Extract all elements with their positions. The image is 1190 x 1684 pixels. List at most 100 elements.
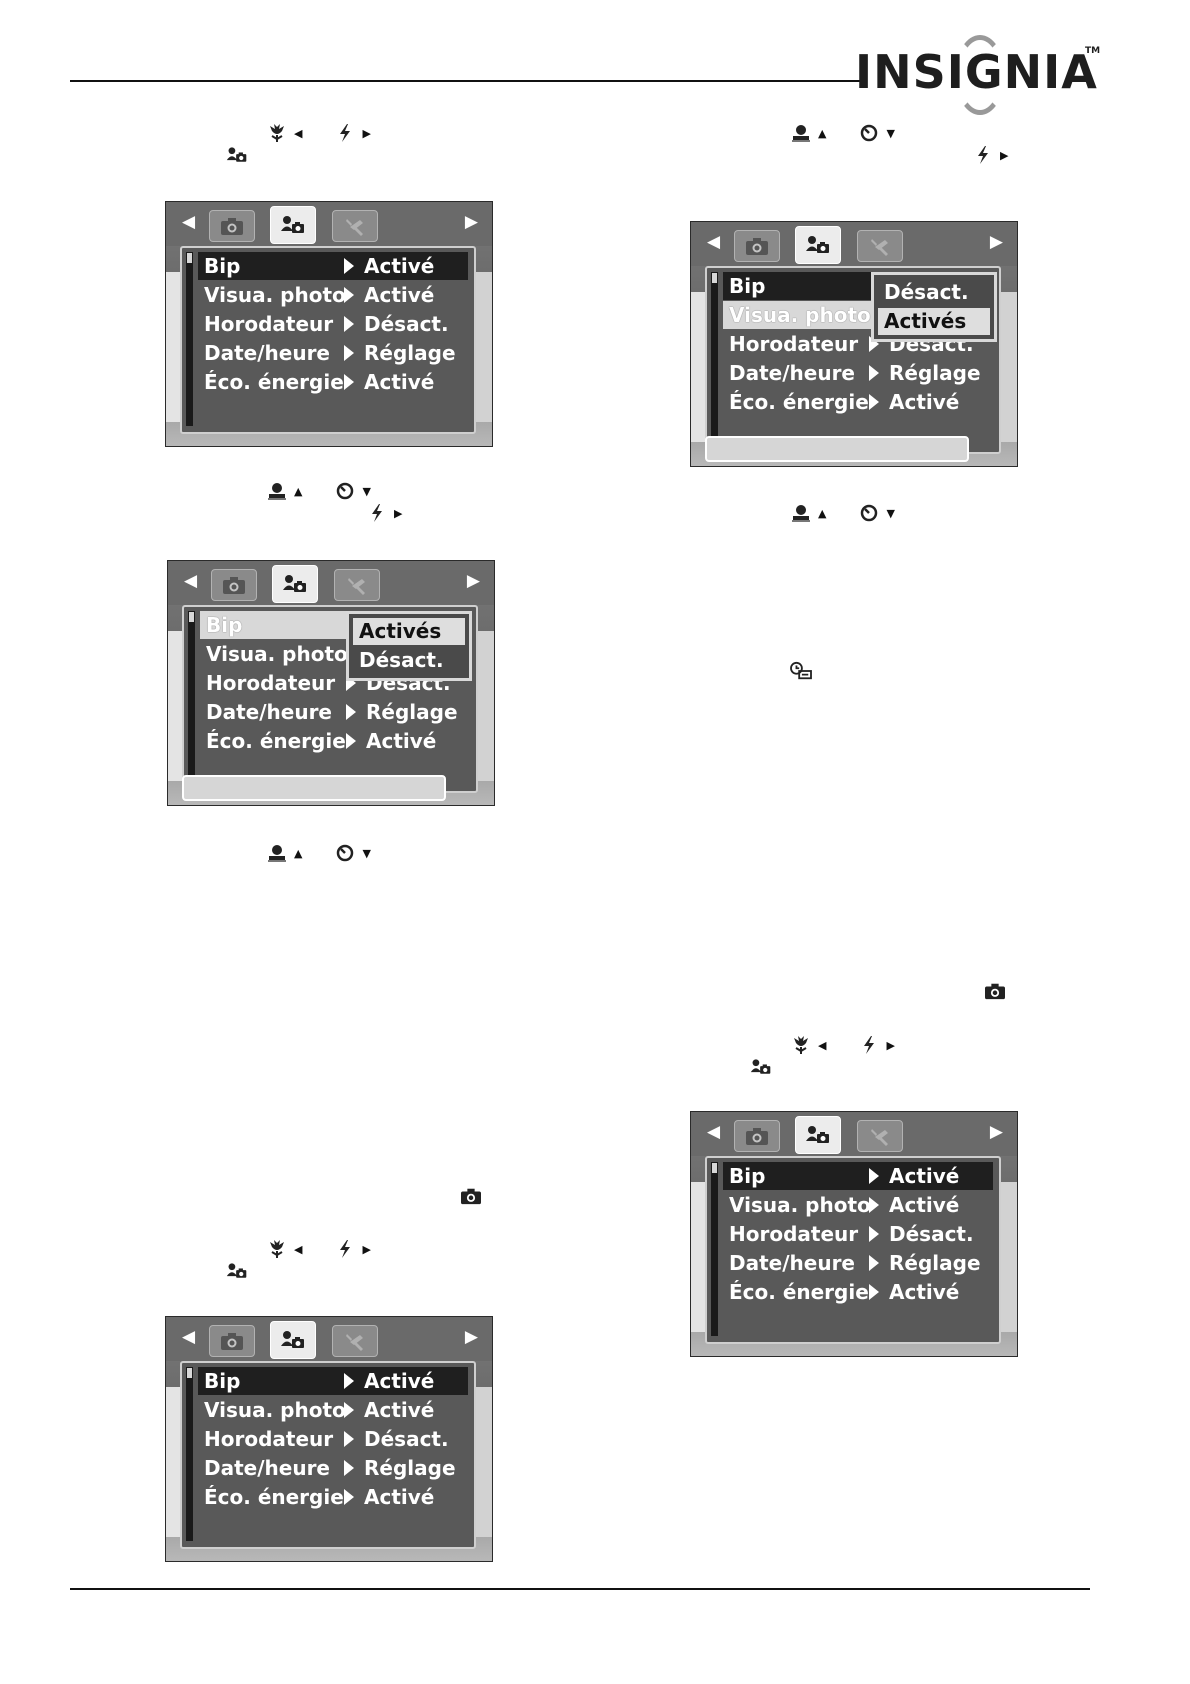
instruction-setup-icon-1 [226,144,248,166]
menu-row-visua-photo[interactable]: Visua. photo Activé [198,281,468,309]
triangle-right-icon [344,258,354,274]
popup-option-actives[interactable]: Activés [878,308,990,335]
instruction-camera-right [982,980,1008,1002]
menu-scrollbar[interactable] [711,272,718,446]
setup-camera-person-icon [805,1124,831,1146]
tab-right-arrow-icon[interactable]: ▶ [464,1327,478,1347]
down-arrow-icon: ▼ [886,126,895,140]
triangle-right-icon [869,1226,879,1242]
portrait-icon [790,503,812,523]
tab-setup[interactable] [272,565,318,603]
popup-option-desact[interactable]: Désact. [884,280,969,304]
menu-scrollbar[interactable] [186,252,193,426]
menu-value: Activé [889,1280,960,1304]
tab-tools[interactable] [857,1120,903,1152]
tab-setup[interactable] [795,226,841,264]
camera-icon [744,235,770,257]
menu-value: Activé [364,283,435,307]
up-arrow-icon: ▲ [294,484,303,498]
tab-left-arrow-icon[interactable]: ◀ [707,232,721,252]
menu-row-visua-photo[interactable]: Visua. photo [200,640,470,668]
tab-camera[interactable] [209,210,255,242]
tab-camera[interactable] [211,569,257,601]
right-arrow-icon: ▶ [362,1242,371,1256]
macro-flower-icon [790,1035,812,1055]
tab-tools[interactable] [857,230,903,262]
portrait-icon [266,481,288,501]
tab-setup[interactable] [270,1321,316,1359]
camera-icon [982,981,1008,1001]
tab-setup[interactable] [795,1116,841,1154]
tab-bar: ◀ ▶ [691,222,1017,266]
camera-icon [221,574,247,596]
tab-bar: ◀ ▶ [168,561,494,605]
menu-label: Date/heure [204,341,330,365]
menu-scrollbar[interactable] [711,1162,718,1336]
up-arrow-icon: ▲ [818,506,827,520]
triangle-right-icon [346,704,356,720]
insignia-logo: INSIGNIA TM [855,35,1100,115]
menu-label: Éco. énergie [204,370,344,394]
setup-camera-person-icon [282,573,308,595]
menu-label: Bip [204,1369,241,1393]
menu-label: Date/heure [729,1251,855,1275]
camera-icon [744,1125,770,1147]
menu-label: Horodateur [204,312,334,336]
macro-flower-icon [266,123,288,143]
menu-scrollbar[interactable] [188,611,195,785]
menu-label: Éco. énergie [729,1280,869,1304]
tab-bar: ◀ ▶ [691,1112,1017,1156]
option-popup: Désact. Activés [871,272,997,342]
popup-option-actives[interactable]: Activés [353,618,465,645]
tab-left-arrow-icon[interactable]: ◀ [182,1327,196,1347]
down-arrow-icon: ▼ [362,484,371,498]
setup-camera-person-icon [280,214,306,236]
menu-label: Bip [204,254,241,278]
tab-tools[interactable] [332,1325,378,1357]
menu-scrollbar[interactable] [186,1367,193,1541]
triangle-right-icon [344,374,354,390]
popup-option-desact[interactable]: Désact. [359,648,444,672]
tab-right-arrow-icon[interactable]: ▶ [466,571,480,591]
tab-left-arrow-icon[interactable]: ◀ [184,571,198,591]
tab-right-arrow-icon[interactable]: ▶ [989,1122,1003,1142]
tab-right-arrow-icon[interactable]: ▶ [464,212,478,232]
tab-camera[interactable] [209,1325,255,1357]
tab-left-arrow-icon[interactable]: ◀ [707,1122,721,1142]
wrench-icon [342,1330,368,1352]
menu-label: Visua. photo [204,283,346,307]
tab-camera[interactable] [734,1120,780,1152]
tab-setup[interactable] [270,206,316,244]
footer-rule [70,1588,1090,1590]
tab-camera[interactable] [734,230,780,262]
tab-right-arrow-icon[interactable]: ▶ [989,232,1003,252]
tab-tools[interactable] [334,569,380,601]
menu-label: Date/heure [729,361,855,385]
menu-value: Activé [364,1398,435,1422]
tab-left-arrow-icon[interactable]: ◀ [182,212,196,232]
logo-arc [955,35,1005,115]
option-popup: Activés Désact. [346,611,472,681]
triangle-right-icon [344,316,354,332]
wrench-icon [867,1125,893,1147]
menu-row-eco-energie[interactable]: Éco. énergie Activé [723,1278,993,1306]
tab-tools[interactable] [332,210,378,242]
